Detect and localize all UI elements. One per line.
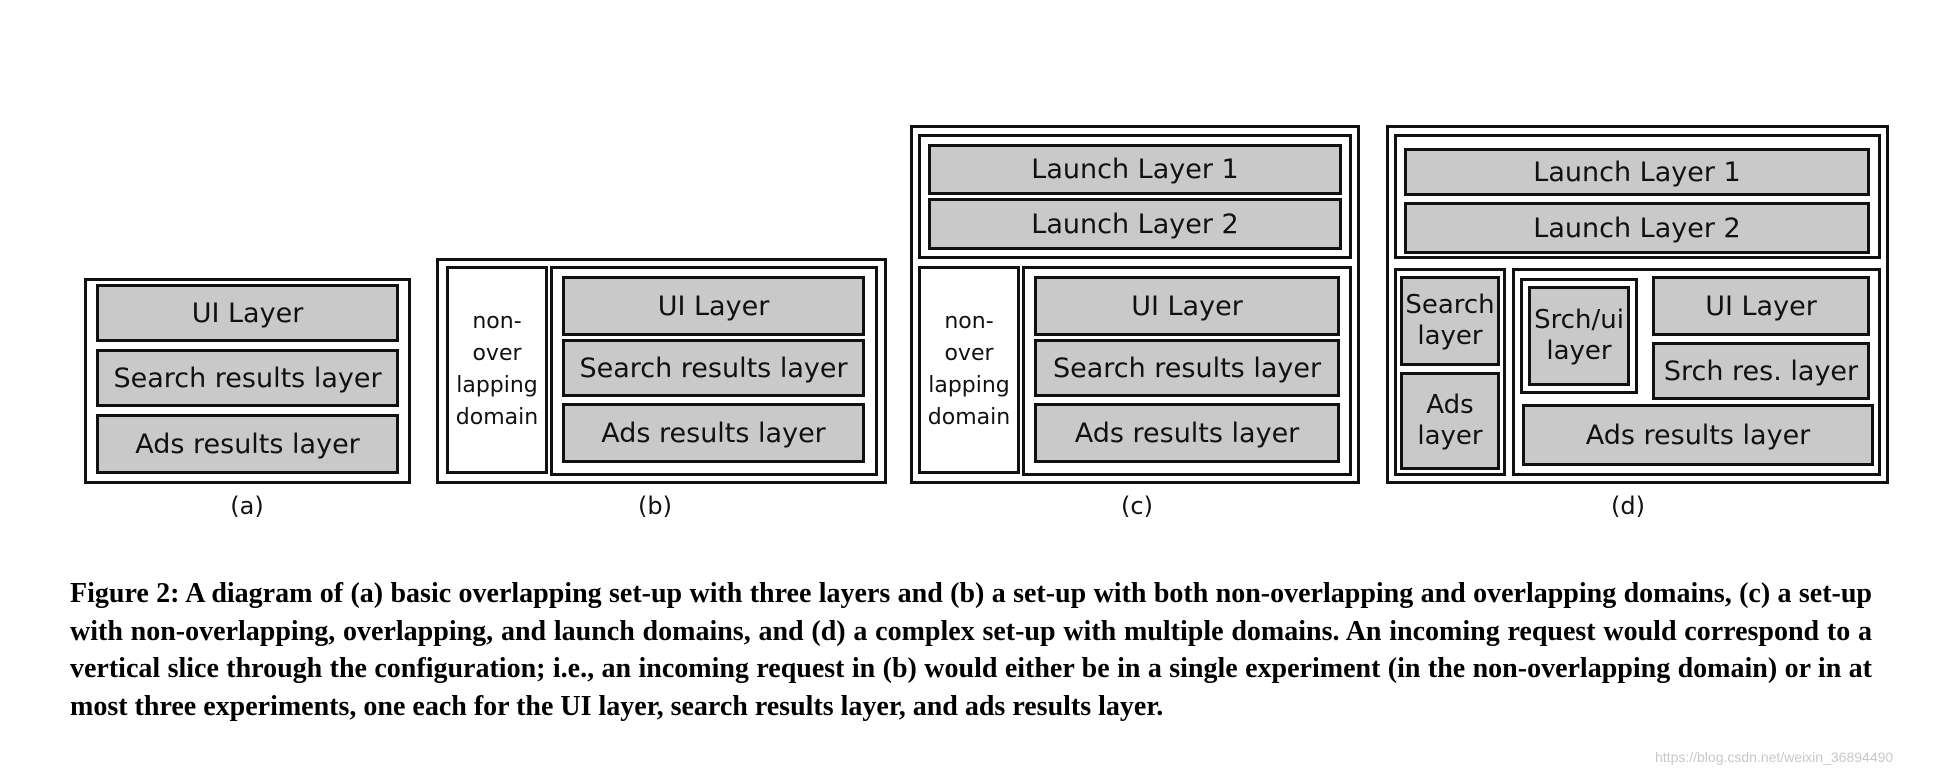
ui-layer-box: UI Layer	[96, 284, 399, 342]
ui-layer-box: UI Layer	[562, 276, 865, 336]
srch-ui-layer-box: Srch/ui layer	[1528, 286, 1630, 386]
launch-layer-2-box: Launch Layer 2	[928, 198, 1342, 250]
ads-results-layer-box: Ads results layer	[96, 414, 399, 474]
launch-layer-1-box: Launch Layer 1	[1404, 148, 1870, 196]
figure-caption: Figure 2: A diagram of (a) basic overlap…	[70, 578, 1872, 722]
ads-results-layer-box: Ads results layer	[1522, 404, 1874, 466]
diagram-b-label: (b)	[638, 492, 672, 520]
watermark: https://blog.csdn.net/weixin_36894490	[1655, 749, 1894, 765]
search-results-layer-box: Search results layer	[96, 349, 399, 407]
diagram-d-label: (d)	[1611, 492, 1645, 520]
ads-layer-box: Ads layer	[1400, 372, 1500, 470]
search-results-layer-box: Search results layer	[562, 339, 865, 397]
search-layer-box: Search layer	[1400, 276, 1500, 366]
ads-results-layer-box: Ads results layer	[1034, 403, 1340, 463]
launch-layer-1-box: Launch Layer 1	[928, 144, 1342, 195]
diagram-c-label: (c)	[1121, 492, 1153, 520]
non-overlapping-domain-box: non-over lapping domain	[918, 266, 1020, 474]
ui-layer-box: UI Layer	[1034, 276, 1340, 336]
diagram-a-label: (a)	[230, 492, 264, 520]
launch-layer-2-box: Launch Layer 2	[1404, 202, 1870, 254]
search-results-layer-box: Search results layer	[1034, 339, 1340, 397]
ads-results-layer-box: Ads results layer	[562, 403, 865, 463]
non-overlapping-domain-box: non-over lapping domain	[446, 266, 548, 474]
srch-res-layer-box: Srch res. layer	[1652, 342, 1870, 400]
ui-layer-box: UI Layer	[1652, 276, 1870, 336]
